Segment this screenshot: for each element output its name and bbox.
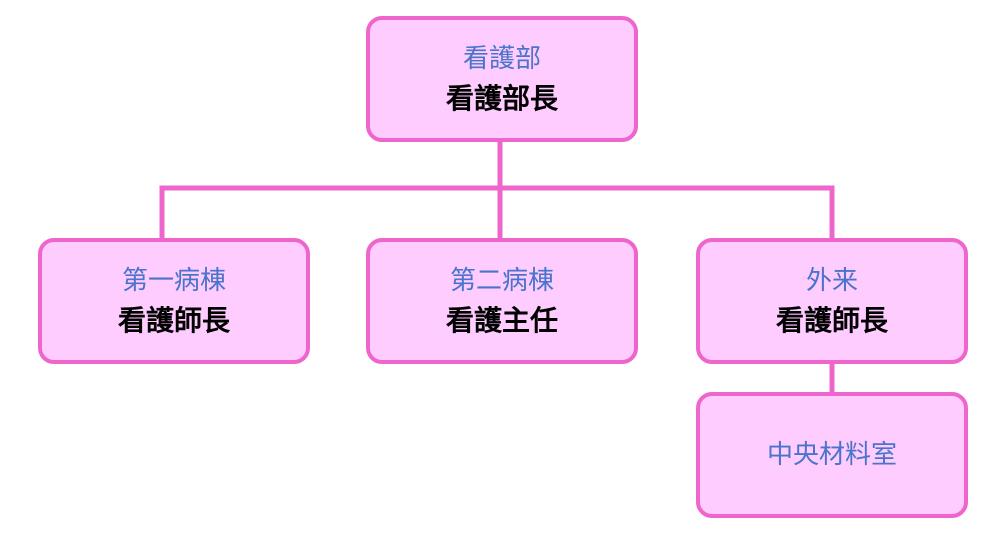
node-outpatient: 外来 看護師長	[696, 238, 968, 364]
node-title-label: 看護部長	[445, 82, 558, 115]
node-department-label: 外来	[805, 266, 858, 296]
node-ward-2: 第二病棟 看護主任	[366, 238, 638, 364]
node-department-label: 第二病棟	[449, 266, 554, 296]
node-title-label: 看護主任	[445, 304, 558, 337]
node-department-label: 看護部	[462, 44, 541, 74]
node-ward-1: 第一病棟 看護師長	[38, 238, 310, 364]
node-department-label: 第一病棟	[121, 266, 226, 296]
node-department-label: 中央材料室	[766, 440, 897, 470]
node-nursing-department: 看護部 看護部長	[366, 16, 638, 142]
node-central-supply: 中央材料室	[696, 392, 968, 518]
node-title-label: 看護師長	[775, 304, 888, 337]
node-title-label: 看護師長	[117, 304, 230, 337]
